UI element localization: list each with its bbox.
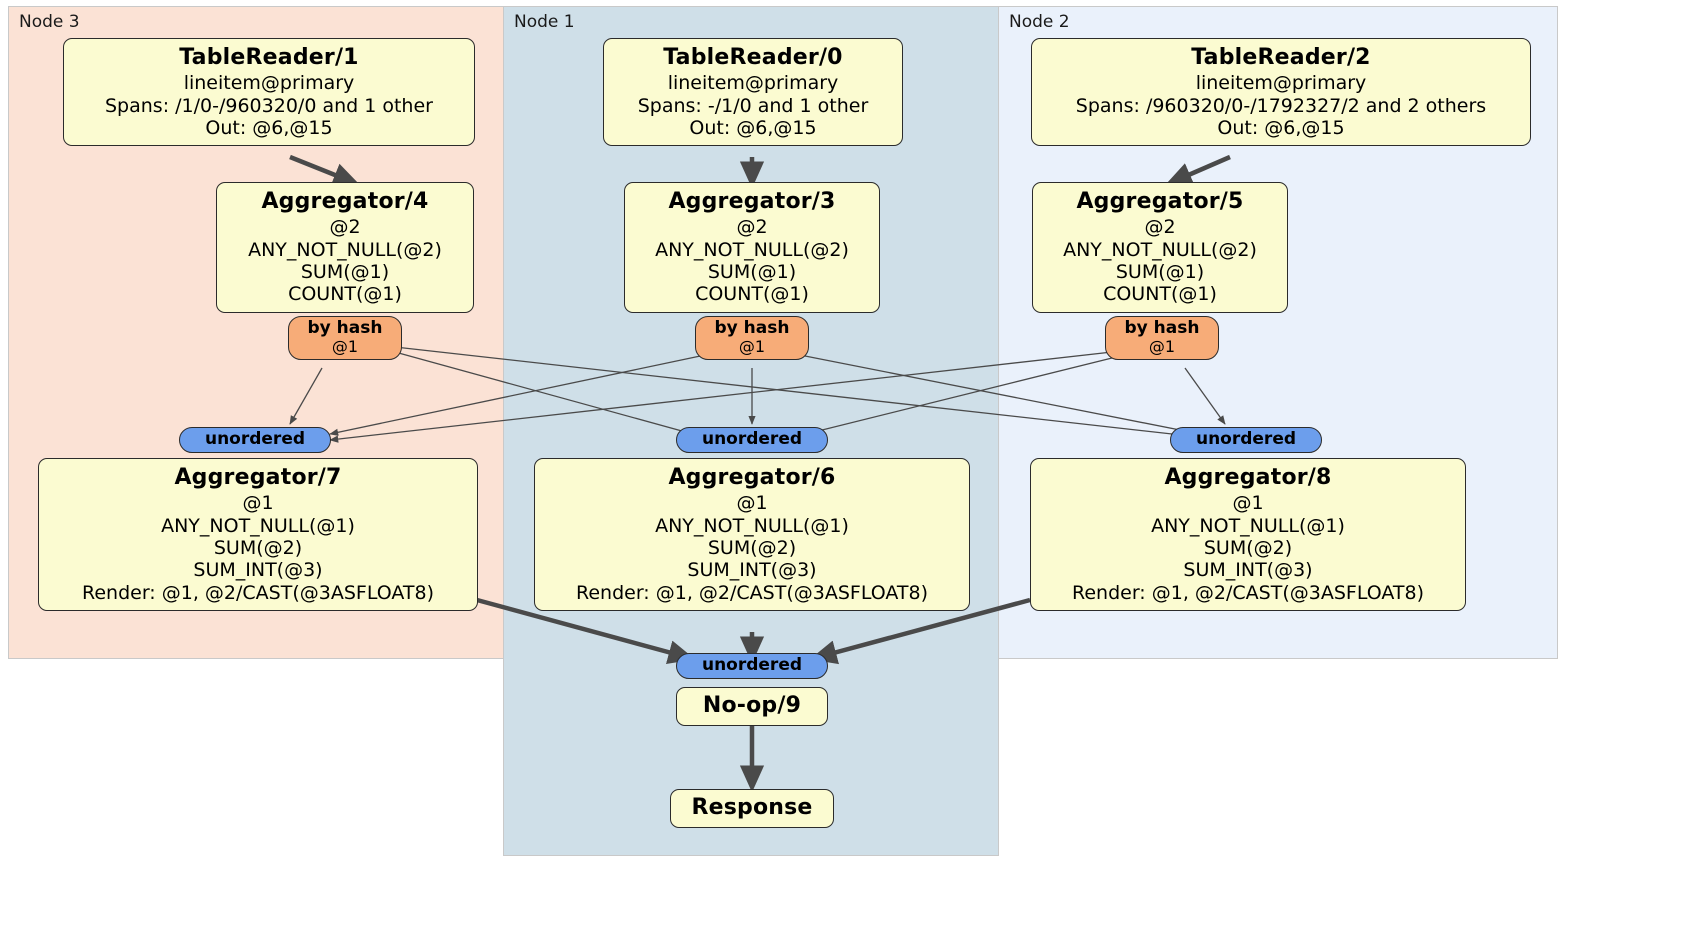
router-by-hash-aggregator-5[interactable]: by hash @1 — [1105, 316, 1219, 360]
processor-line-agg1: ANY_NOT_NULL(@1) — [1151, 514, 1345, 537]
processor-line-render: Render: @1, @2/CAST(@3ASFLOAT8) — [1072, 581, 1424, 604]
processor-line-agg2: SUM(@1) — [707, 260, 797, 283]
processor-title: Response — [691, 795, 813, 820]
synchronizer-unordered-aggregator-8[interactable]: unordered — [1170, 427, 1322, 454]
processor-line-groupcols: @1 — [1232, 492, 1264, 515]
processor-title: Aggregator/6 — [668, 465, 836, 490]
processor-line-agg3: COUNT(@1) — [288, 283, 402, 306]
processor-line-groupcols: @1 — [736, 492, 768, 515]
router-column: @1 — [1148, 337, 1176, 357]
router-label: by hash — [307, 318, 383, 338]
processor-aggregator-4[interactable]: Aggregator/4 @2 ANY_NOT_NULL(@2) SUM(@1)… — [216, 182, 474, 313]
processor-aggregator-5[interactable]: Aggregator/5 @2 ANY_NOT_NULL(@2) SUM(@1)… — [1032, 182, 1288, 313]
processor-line-agg2: SUM(@1) — [300, 260, 390, 283]
synchronizer-unordered-aggregator-7[interactable]: unordered — [179, 427, 331, 454]
processor-line-groupcols: @2 — [329, 216, 361, 239]
processor-title: TableReader/0 — [663, 45, 843, 70]
processor-line-agg1: ANY_NOT_NULL(@1) — [655, 514, 849, 537]
processor-line-out: Out: @6,@15 — [1217, 116, 1345, 139]
synchronizer-unordered-aggregator-6[interactable]: unordered — [676, 427, 828, 454]
processor-line-agg3: COUNT(@1) — [1103, 283, 1217, 306]
processor-line-agg1: ANY_NOT_NULL(@2) — [248, 238, 442, 261]
processor-line-agg1: ANY_NOT_NULL(@2) — [1063, 238, 1257, 261]
synchronizer-label: unordered — [701, 429, 803, 449]
processor-aggregator-3[interactable]: Aggregator/3 @2 ANY_NOT_NULL(@2) SUM(@1)… — [624, 182, 880, 313]
processor-line-render: Render: @1, @2/CAST(@3ASFLOAT8) — [82, 581, 434, 604]
processor-line-agg2: SUM(@2) — [213, 536, 303, 559]
processor-title: Aggregator/3 — [668, 189, 836, 214]
node-label-node-3: Node 3 — [19, 12, 80, 32]
processor-line-groupcols: @2 — [736, 216, 768, 239]
processor-line-table: lineitem@primary — [183, 72, 355, 95]
processor-line-spans: Spans: -/1/0 and 1 other — [637, 94, 869, 117]
processor-title: Aggregator/5 — [1076, 189, 1244, 214]
processor-line-agg3: SUM_INT(@3) — [1183, 559, 1313, 582]
router-column: @1 — [331, 337, 359, 357]
processor-line-spans: Spans: /960320/0-/1792327/2 and 2 others — [1075, 94, 1487, 117]
processor-line-agg1: ANY_NOT_NULL(@1) — [161, 514, 355, 537]
router-label: by hash — [714, 318, 790, 338]
processor-tablereader-0[interactable]: TableReader/0 lineitem@primary Spans: -/… — [603, 38, 903, 147]
processor-line-table: lineitem@primary — [1195, 72, 1367, 95]
processor-line-groupcols: @2 — [1144, 216, 1176, 239]
node-label-node-1: Node 1 — [514, 12, 575, 32]
processor-response[interactable]: Response — [670, 789, 834, 829]
synchronizer-label: unordered — [701, 655, 803, 675]
node-label-node-2: Node 2 — [1009, 12, 1070, 32]
processor-line-agg3: SUM_INT(@3) — [193, 559, 323, 582]
router-by-hash-aggregator-3[interactable]: by hash @1 — [695, 316, 809, 360]
router-by-hash-aggregator-4[interactable]: by hash @1 — [288, 316, 402, 360]
processor-tablereader-2[interactable]: TableReader/2 lineitem@primary Spans: /9… — [1031, 38, 1531, 147]
synchronizer-label: unordered — [204, 429, 306, 449]
processor-aggregator-6[interactable]: Aggregator/6 @1 ANY_NOT_NULL(@1) SUM(@2)… — [534, 458, 970, 612]
processor-line-agg2: SUM(@2) — [707, 536, 797, 559]
router-label: by hash — [1124, 318, 1200, 338]
processor-title: No-op/9 — [702, 693, 802, 718]
processor-line-agg3: COUNT(@1) — [695, 283, 809, 306]
processor-title: TableReader/2 — [1191, 45, 1371, 70]
processor-no-op-9[interactable]: No-op/9 — [676, 687, 828, 727]
processor-title: Aggregator/4 — [261, 189, 429, 214]
router-column: @1 — [738, 337, 766, 357]
processor-aggregator-7[interactable]: Aggregator/7 @1 ANY_NOT_NULL(@1) SUM(@2)… — [38, 458, 478, 612]
processor-line-render: Render: @1, @2/CAST(@3ASFLOAT8) — [576, 581, 928, 604]
processor-title: Aggregator/8 — [1164, 465, 1332, 490]
processor-line-table: lineitem@primary — [667, 72, 839, 95]
processor-tablereader-1[interactable]: TableReader/1 lineitem@primary Spans: /1… — [63, 38, 475, 147]
processor-line-agg2: SUM(@1) — [1115, 260, 1205, 283]
processor-title: TableReader/1 — [179, 45, 359, 70]
synchronizer-label: unordered — [1195, 429, 1297, 449]
processor-title: Aggregator/7 — [174, 465, 342, 490]
processor-aggregator-8[interactable]: Aggregator/8 @1 ANY_NOT_NULL(@1) SUM(@2)… — [1030, 458, 1466, 612]
processor-line-agg3: SUM_INT(@3) — [687, 559, 817, 582]
processor-line-groupcols: @1 — [242, 492, 274, 515]
processor-line-out: Out: @6,@15 — [689, 116, 817, 139]
processor-line-agg1: ANY_NOT_NULL(@2) — [655, 238, 849, 261]
processor-line-spans: Spans: /1/0-/960320/0 and 1 other — [105, 94, 433, 117]
processor-line-agg2: SUM(@2) — [1203, 536, 1293, 559]
synchronizer-unordered-noop-9[interactable]: unordered — [676, 653, 828, 680]
processor-line-out: Out: @6,@15 — [205, 116, 333, 139]
